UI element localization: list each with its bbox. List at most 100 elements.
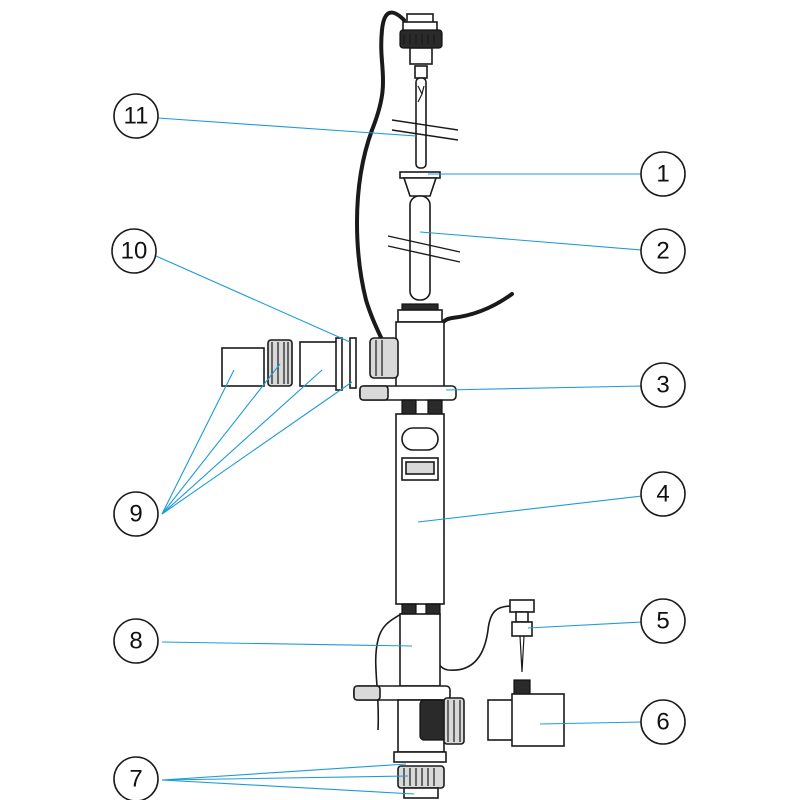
union-nut xyxy=(267,339,293,387)
main-housing xyxy=(353,303,465,799)
flow-switch-body xyxy=(511,693,565,747)
lamp-cable xyxy=(355,10,406,404)
callout-11-label: 11 xyxy=(124,103,149,130)
callout-11-circle xyxy=(113,93,159,139)
callout-1-circle xyxy=(640,151,686,197)
callout-1: 1 xyxy=(640,151,686,197)
lower-bracket-clip xyxy=(353,685,381,701)
union-o-ring xyxy=(349,337,357,389)
union-tailpiece-lip xyxy=(335,337,343,391)
flow-switch xyxy=(487,679,565,747)
leader-10 xyxy=(155,255,351,343)
callout-10-circle xyxy=(111,228,157,274)
leader-5 xyxy=(527,621,643,629)
callout-3-label: 3 xyxy=(656,372,669,399)
callout-7: 7 xyxy=(113,756,159,800)
sleeve-break-lines xyxy=(387,235,461,263)
housing-top-ring xyxy=(397,309,443,323)
leader-9b xyxy=(161,363,281,515)
sleeve-flange xyxy=(402,177,438,197)
lamp-nut xyxy=(399,29,443,49)
lower-pipe xyxy=(399,613,441,687)
lamp-pins xyxy=(414,65,428,79)
lamp-nut-grip xyxy=(403,34,435,44)
callout-11: 11 xyxy=(113,93,159,139)
cable-gland-right xyxy=(427,399,443,415)
uv-lamp-assembly xyxy=(391,13,459,169)
callout-8-circle xyxy=(113,618,159,664)
callout-6-circle xyxy=(640,699,686,745)
leader-3 xyxy=(445,385,643,391)
callout-2-circle xyxy=(640,228,686,274)
sensor-body xyxy=(511,621,533,637)
callout-4-label: 4 xyxy=(656,481,669,508)
sleeve-o-ring xyxy=(399,171,441,179)
callout-9: 9 xyxy=(113,491,159,537)
leader-8 xyxy=(161,641,413,647)
callout-1-label: 1 xyxy=(656,161,669,188)
uv-sensor xyxy=(509,599,535,673)
callout-3: 3 xyxy=(640,362,686,408)
side-outlet-grip xyxy=(447,700,461,742)
union-tailpiece xyxy=(299,341,341,387)
leader-4 xyxy=(417,495,643,523)
callout-6-label: 6 xyxy=(656,709,669,736)
callout-7-label: 7 xyxy=(129,766,142,793)
leader-7a xyxy=(161,763,407,781)
leader-2 xyxy=(419,231,643,251)
callout-9-circle xyxy=(113,491,159,537)
callout-10: 10 xyxy=(111,228,157,274)
lamp-socket xyxy=(409,47,433,65)
callout-7-circle xyxy=(113,756,159,800)
lamp-break-lines xyxy=(391,119,459,141)
callout-8-label: 8 xyxy=(129,628,142,655)
quartz-sleeve-tube xyxy=(409,195,431,301)
union-kit xyxy=(221,337,357,391)
housing-top-thread xyxy=(401,303,439,311)
callout-4: 4 xyxy=(640,471,686,517)
callout-8: 8 xyxy=(113,618,159,664)
callout-5: 5 xyxy=(640,598,686,644)
cable-gland-left xyxy=(401,399,417,415)
leader-7c xyxy=(161,779,415,795)
leader-9d xyxy=(161,381,353,515)
side-inlet-grip xyxy=(375,340,383,376)
side-outlet-body xyxy=(419,699,447,741)
callout-9-label: 9 xyxy=(129,501,142,528)
callout-5-circle xyxy=(640,598,686,644)
sensor-neck xyxy=(515,611,529,623)
upper-chamber xyxy=(395,321,445,393)
bottom-union-nut xyxy=(397,765,445,789)
quartz-sleeve-assembly xyxy=(387,171,461,301)
union-nut-grip xyxy=(271,342,289,384)
ballast-display-screen xyxy=(405,461,435,475)
callout-3-circle xyxy=(640,362,686,408)
leader-lines xyxy=(155,117,643,795)
leader-6 xyxy=(539,721,643,725)
callout-2: 2 xyxy=(640,228,686,274)
leader-9a xyxy=(161,369,235,515)
sensor-probe xyxy=(519,635,525,673)
cable-gland-bottom-right xyxy=(425,603,441,615)
bottom-collar xyxy=(393,751,447,763)
callout-2-label: 2 xyxy=(656,238,669,265)
cable-gland-bottom-left xyxy=(401,603,417,615)
leader-11 xyxy=(157,117,417,137)
ground-cable xyxy=(374,611,405,731)
bracket-clip xyxy=(359,385,389,401)
leader-7b xyxy=(161,775,409,781)
callout-5-label: 5 xyxy=(656,608,669,635)
leader-9c xyxy=(161,369,323,515)
callout-4-circle xyxy=(640,471,686,517)
callout-6: 6 xyxy=(640,699,686,745)
side-inlet xyxy=(369,337,399,379)
bottom-tail xyxy=(403,787,439,799)
lamp-filament xyxy=(417,85,425,103)
ballast-indicator xyxy=(401,427,439,451)
bottom-nut-grip xyxy=(403,768,435,786)
flow-switch-gland xyxy=(513,679,531,695)
callout-10-label: 10 xyxy=(121,238,148,265)
sensor-cable xyxy=(431,605,513,671)
